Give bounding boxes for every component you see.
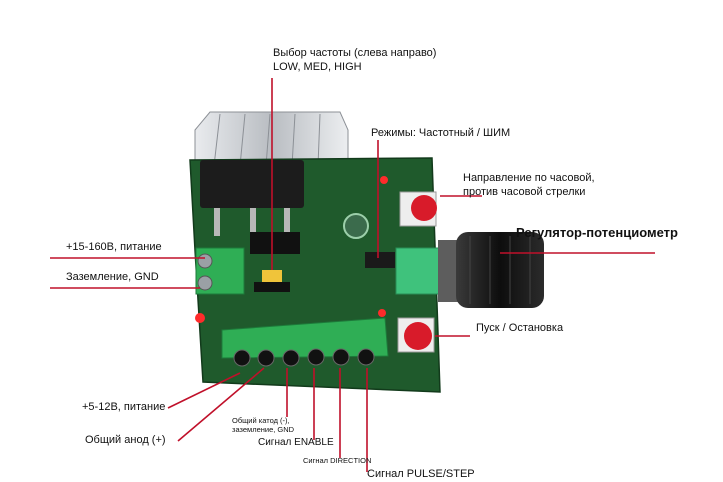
power-terminal: [195, 247, 245, 295]
direction-button: [399, 191, 437, 227]
label-common-anode: Общий анод (+): [85, 434, 166, 446]
label-signal-direction: Сигнал DIRECTION: [303, 456, 372, 465]
led-top: [380, 176, 388, 184]
label-common-cathode-line2: заземление, GND: [232, 425, 295, 434]
label-signal-enable: Сигнал ENABLE: [258, 437, 334, 448]
label-signal-pulse: Сигнал PULSE/STEP: [367, 468, 475, 480]
label-potentiometer: Регулятор-потенциометр: [516, 225, 678, 240]
potentiometer-body: [395, 247, 441, 295]
potentiometer-knob: [438, 232, 544, 308]
trimmer: [343, 213, 369, 239]
leader-lines: [50, 78, 655, 472]
signal-terminal: [221, 317, 389, 367]
label-direction-line1: Направление по часовой,: [463, 172, 595, 184]
start-stop-button: [397, 317, 435, 353]
driver-chip: [200, 160, 304, 208]
label-start-stop: Пуск / Остановка: [476, 322, 564, 334]
label-supply-lv: +5-12В, питание: [82, 401, 166, 413]
led-left: [195, 313, 205, 323]
label-supply-hv: +15-160В, питание: [66, 241, 162, 253]
label-frequency-levels: LOW, MED, HIGH: [273, 61, 362, 73]
frequency-jumper: [250, 232, 300, 292]
label-frequency-title: Выбор частоты (слева направо): [273, 47, 437, 59]
label-direction-line2: против часовой стрелки: [463, 186, 586, 198]
led-mid: [378, 309, 386, 317]
label-modes: Режимы: Частотный / ШИМ: [371, 127, 511, 139]
label-common-cathode-line1: Общий катод (-),: [232, 416, 290, 425]
label-ground: Заземление, GND: [66, 271, 159, 283]
